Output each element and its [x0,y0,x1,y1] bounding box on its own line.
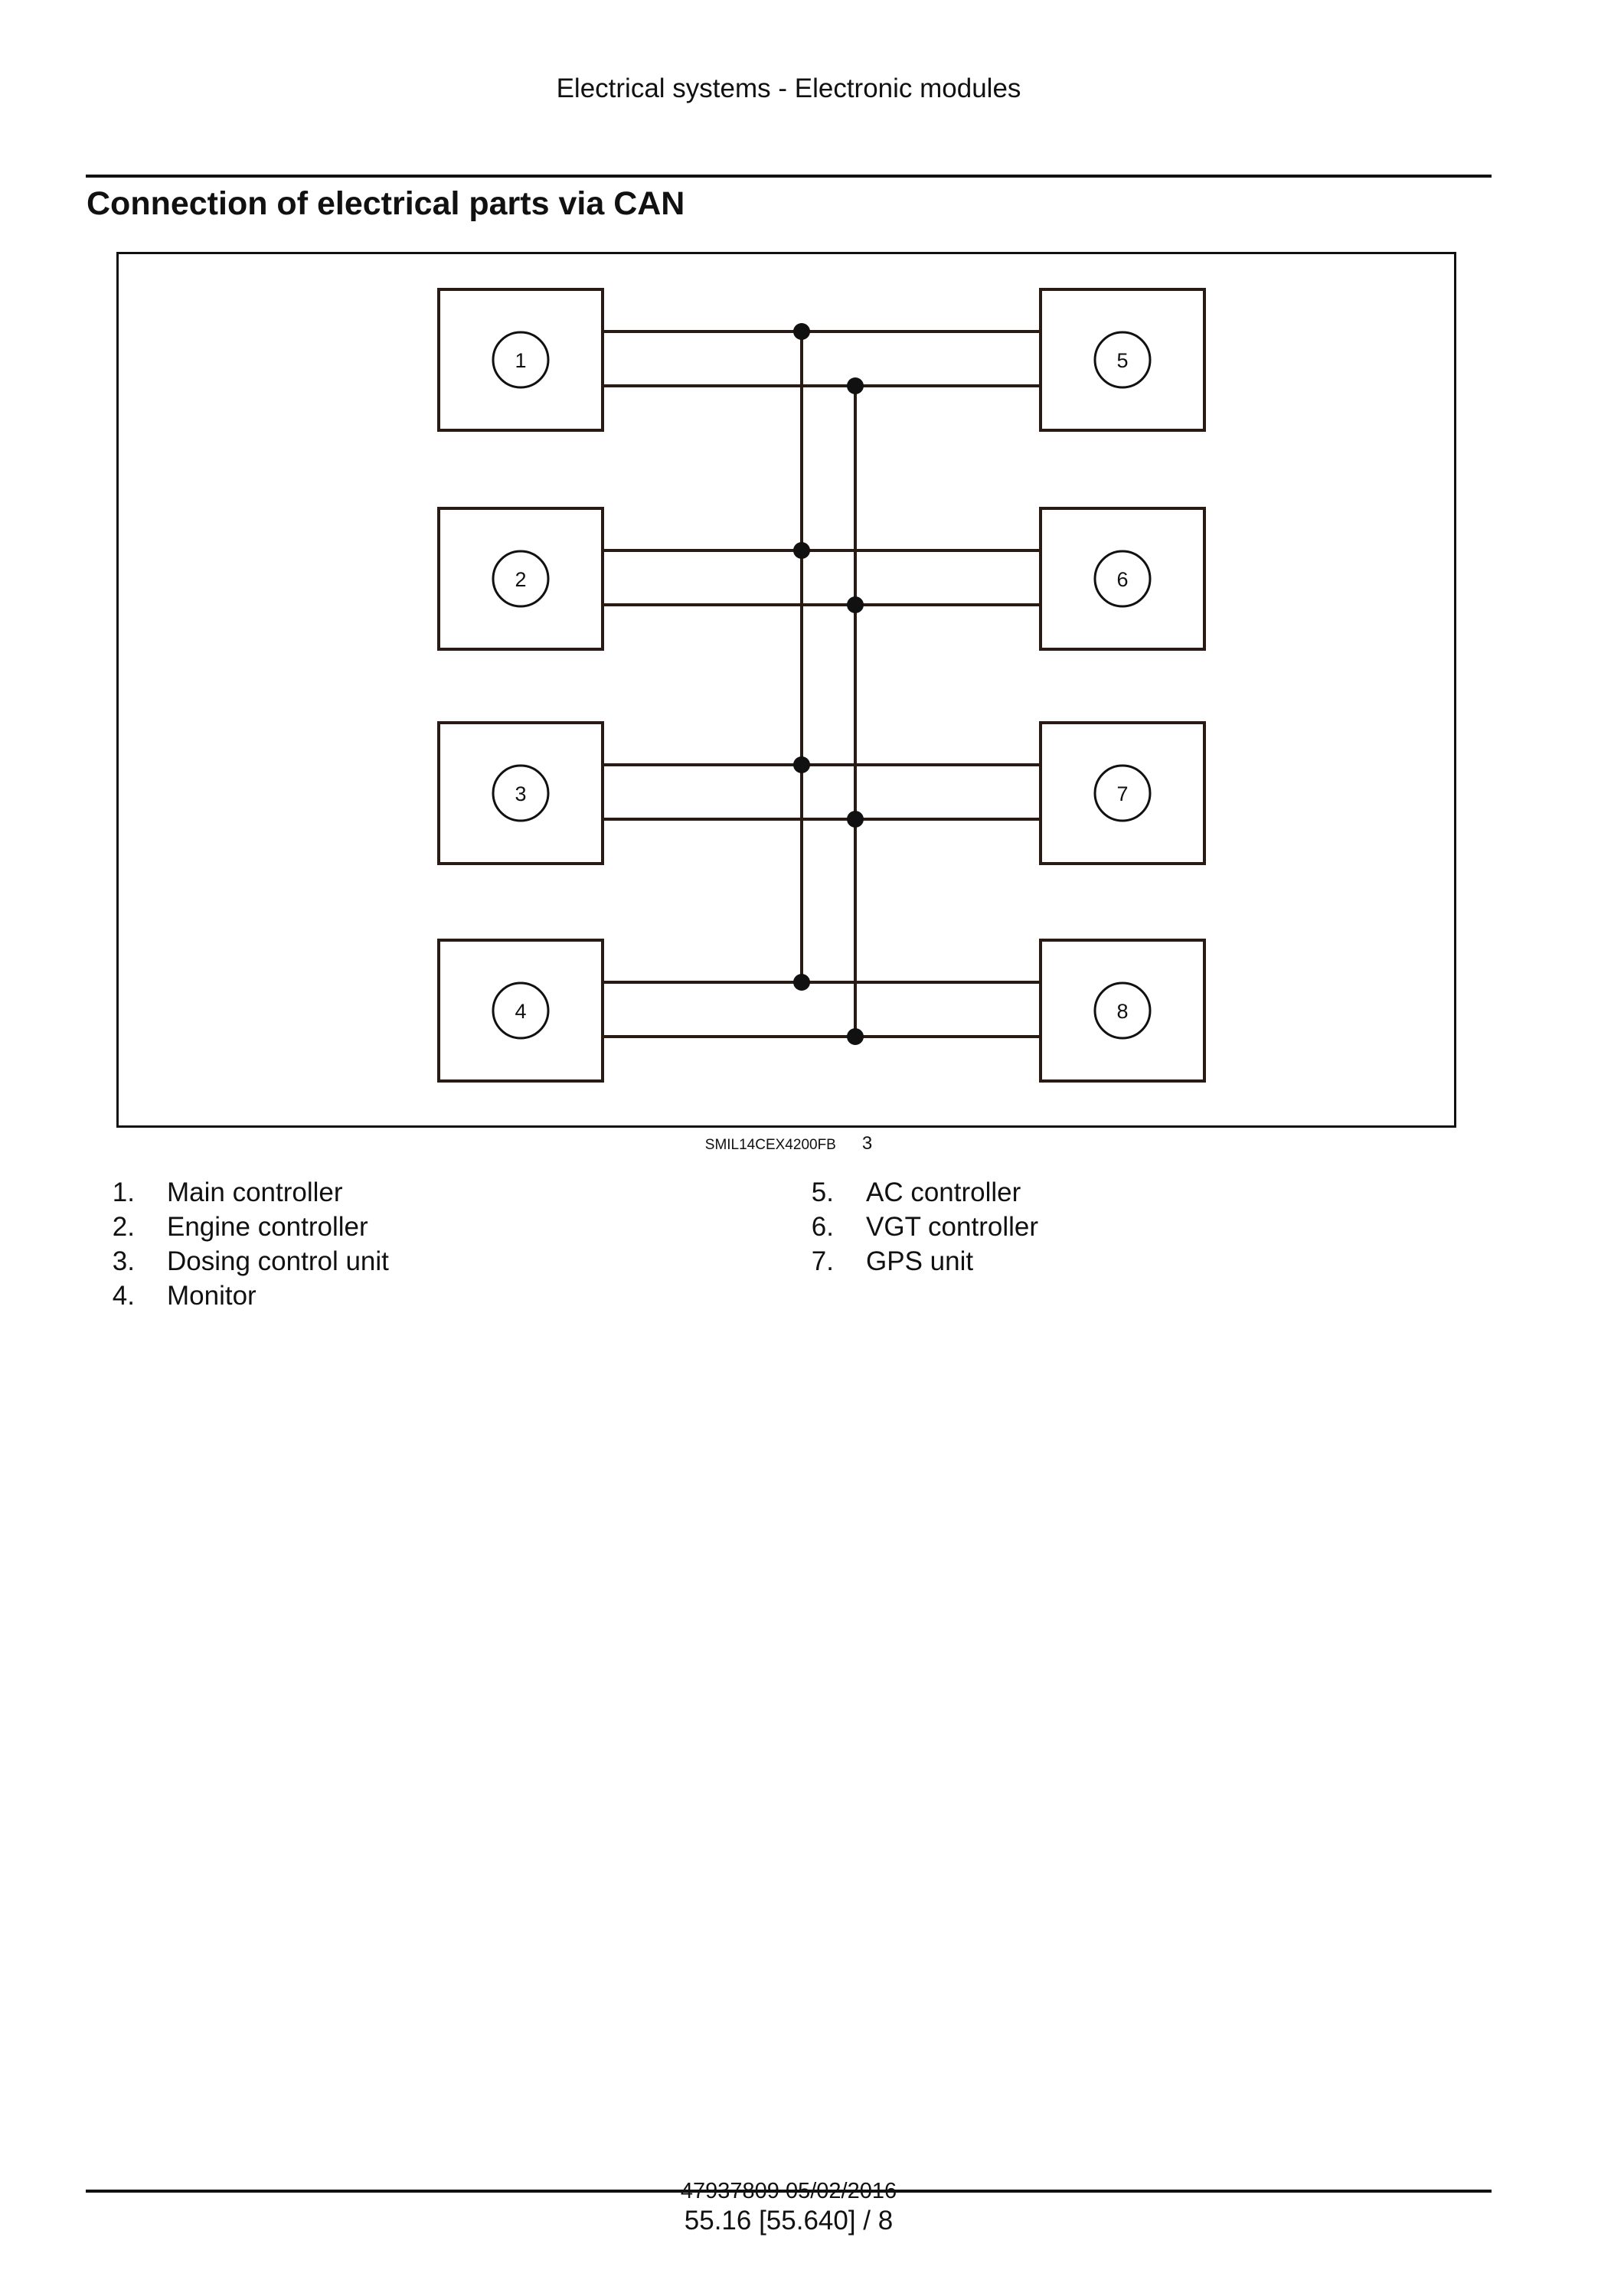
figure-number: 3 [861,1133,873,1154]
footer-rule [86,2190,1492,2193]
legend-label: GPS unit [866,1246,974,1276]
legend-number: 5. [811,1177,834,1207]
junction-dot [793,323,810,340]
legend-item: 5. AC controller [776,1175,1038,1210]
module-label-circle [1093,981,1152,1040]
legend-label: VGT controller [866,1212,1038,1242]
legend-number: 4. [112,1281,135,1311]
module-label-circle [1093,764,1152,822]
legend-label: Main controller [167,1177,343,1207]
legend-item: 3. Dosing control unit [77,1244,389,1279]
junction-dot [793,756,810,773]
module-number: 4 [515,1000,526,1023]
junction-dot [793,974,810,991]
legend-item: 2. Engine controller [77,1210,389,1244]
module-number: 7 [1116,782,1128,805]
module-label-circle [1093,331,1152,389]
junction-dot [847,596,864,613]
can-bus-wires [603,323,1041,1045]
module-label-circle [492,764,550,822]
figure-caption: SMIL14CEX4200FB 3 [0,1133,1577,1155]
section-title: Connection of electrical parts via CAN [87,185,685,222]
diagram-frame [116,252,1456,1128]
module-boxes: 1 2 3 4 5 6 7 8 [437,288,1206,1083]
legend-number: 7. [811,1246,834,1276]
footer-doc-number: 47937809 05/02/2016 [680,2179,897,2203]
legend-number: 6. [811,1212,834,1242]
footer-page-number: 55.16 [55.640] / 8 [684,2206,894,2236]
module-label-circle [492,550,550,608]
legend-left: 1. Main controller 2. Engine controller 3.… [77,1175,389,1313]
legend-label: Monitor [167,1281,257,1311]
module-label-circle [492,981,550,1040]
module-number: 3 [515,782,526,805]
legend-item: 6. VGT controller [776,1210,1038,1244]
legend-label: Dosing control unit [167,1246,389,1276]
page-header: Electrical systems - Electronic modules [556,73,1021,103]
junction-dot [847,1028,864,1045]
legend-number: 3. [112,1246,135,1276]
legend-label: Engine controller [167,1212,368,1242]
junction-dot [847,377,864,394]
header-rule [86,175,1492,178]
module-number: 6 [1116,568,1128,591]
can-wiring-diagram: 1 2 3 4 5 6 7 8 [116,252,1456,1128]
figure-id: SMIL14CEX4200FB [704,1137,836,1153]
module-number: 1 [515,349,526,372]
legend-number: 1. [112,1177,135,1207]
module-number: 2 [515,568,526,591]
module-label-circle [492,331,550,389]
module-number: 5 [1116,349,1128,372]
legend-item: 4. Monitor [77,1279,389,1313]
legend-item: 7. GPS unit [776,1244,1038,1279]
module-label-circle [1093,550,1152,608]
junction-dot [847,811,864,828]
legend-label: AC controller [866,1177,1021,1207]
junction-dot [793,542,810,559]
legend-number: 2. [112,1212,135,1242]
module-number: 8 [1116,1000,1128,1023]
legend-right: 5. AC controller 6. VGT controller 7. GPS u… [776,1175,1038,1279]
legend-item: 1. Main controller [77,1175,389,1210]
